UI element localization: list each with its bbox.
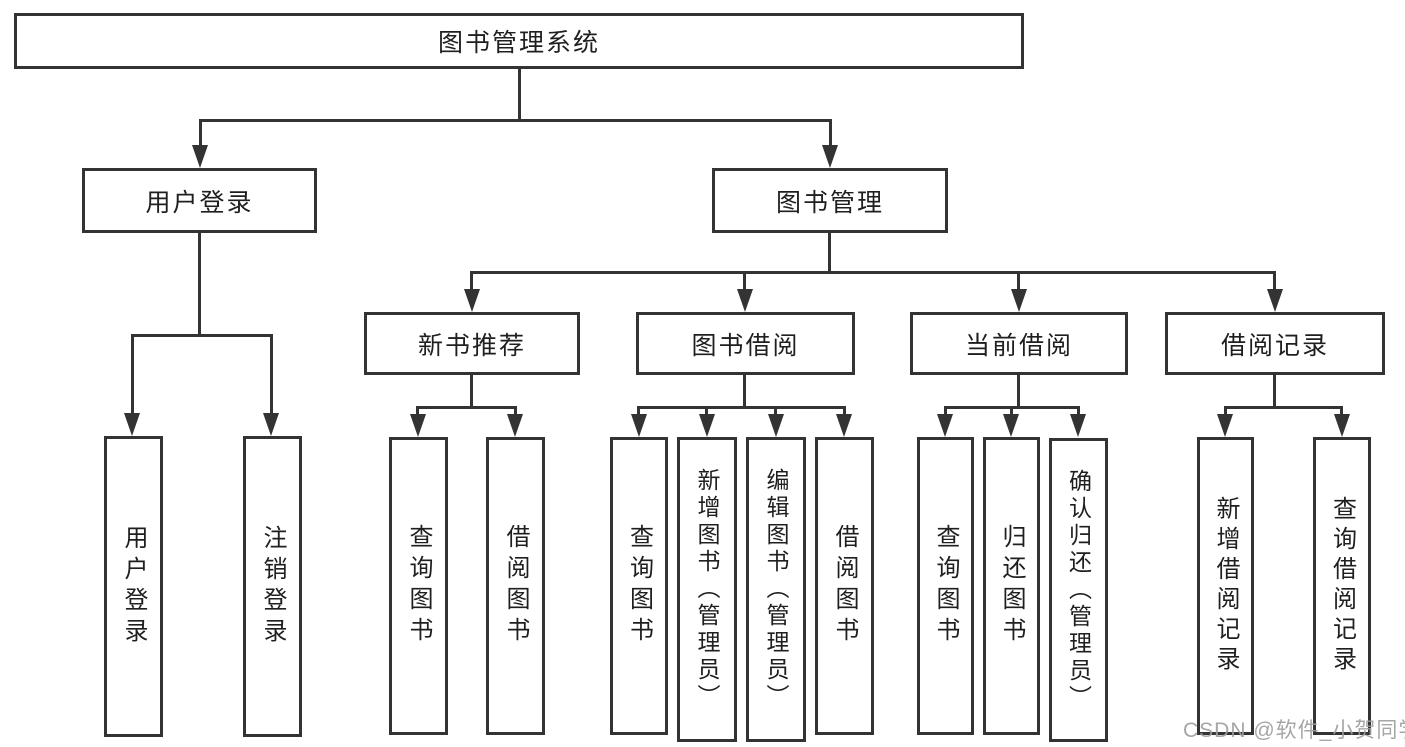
arrowhead-new-book-rec — [464, 289, 480, 312]
connector-stem-user-login — [199, 119, 202, 148]
arrowhead-cb-confirm — [1070, 414, 1086, 437]
arrowhead-book-borrow — [737, 289, 753, 312]
leaf-bb-add-books-admin-label: 新增图书（管理员） — [694, 468, 720, 711]
leaf-bb-edit-books-admin: 编辑图书（管理员） — [746, 437, 806, 742]
connector-nbr-horizontal — [416, 406, 517, 409]
connector-stem-cb-query — [944, 406, 947, 416]
node-root: 图书管理系统 — [14, 13, 1024, 69]
arrowhead-cb-query — [937, 414, 953, 437]
connector-stem-cb-return — [1010, 406, 1013, 416]
node-user-login: 用户登录 — [82, 168, 317, 233]
arrowhead-br-query — [1334, 414, 1350, 437]
connector-cb-vertical — [1017, 374, 1020, 409]
node-borrow-record: 借阅记录 — [1165, 312, 1385, 375]
leaf-bb-add-books-admin: 新增图书（管理员） — [677, 437, 737, 742]
node-new-book-rec: 新书推荐 — [364, 312, 580, 375]
arrowhead-borrow-record — [1267, 289, 1283, 312]
connector-bb-horizontal — [637, 406, 846, 409]
connector-user-login-horizontal — [131, 334, 273, 337]
leaf-bb-edit-books-admin-label: 编辑图书（管理员） — [763, 468, 789, 711]
arrowhead-bb-query — [631, 414, 647, 437]
leaf-br-query-record: 查询借阅记录 — [1313, 437, 1371, 735]
connector-stem-br-query — [1340, 406, 1343, 416]
leaf-bb-borrow-books-label: 借阅图书 — [831, 524, 858, 648]
connector-nbr-vertical — [470, 374, 473, 409]
connector-user-login-vertical — [198, 231, 201, 336]
connector-br-horizontal — [1224, 406, 1343, 409]
arrowhead-bb-add — [699, 414, 715, 437]
arrowhead-current-borrow — [1011, 289, 1027, 312]
arrowhead-cb-return — [1003, 414, 1019, 437]
arrowhead-bb-borrow — [836, 414, 852, 437]
connector-stem-new-book-rec — [470, 271, 473, 291]
connector-stem-leaf-logout — [270, 334, 273, 415]
connector-stem-leaf-user-login — [131, 334, 134, 415]
connector-stem-book-mgmt — [829, 119, 832, 148]
connector-root-vertical — [518, 68, 521, 120]
connector-level2-horizontal — [199, 119, 832, 122]
leaf-bb-query-books-label: 查询图书 — [625, 524, 653, 648]
connector-stem-book-borrow — [743, 271, 746, 291]
leaf-cb-query-books: 查询图书 — [917, 437, 974, 735]
connector-stem-borrow-record — [1273, 271, 1276, 291]
arrowhead-book-mgmt — [822, 145, 838, 168]
arrowhead-br-add — [1217, 414, 1233, 437]
leaf-bb-borrow-books: 借阅图书 — [815, 437, 874, 735]
leaf-cb-confirm-return-admin-label: 确认归还（管理员） — [1065, 468, 1092, 712]
connector-stem-bb-query — [637, 406, 640, 416]
connector-stem-br-add — [1224, 406, 1227, 416]
connector-stem-nbr-borrow — [514, 406, 517, 416]
leaf-nbr-query-books-label: 查询图书 — [405, 524, 432, 648]
leaf-logout: 注销登录 — [243, 436, 302, 737]
leaf-cb-return-books: 归还图书 — [983, 437, 1040, 735]
leaf-user-login-label: 用户登录 — [120, 524, 147, 649]
arrowhead-leaf-user-login — [124, 413, 140, 436]
connector-stem-bb-borrow — [843, 406, 846, 416]
leaf-cb-confirm-return-admin: 确认归还（管理员） — [1049, 438, 1108, 742]
connector-bb-vertical — [743, 374, 746, 409]
node-book-borrow: 图书借阅 — [636, 312, 855, 375]
leaf-cb-query-books-label: 查询图书 — [932, 524, 959, 648]
connector-stem-nbr-query — [416, 406, 419, 416]
csdn-watermark: CSDN @软件_小贺同学 — [1183, 719, 1405, 742]
node-current-borrow: 当前借阅 — [910, 312, 1128, 375]
leaf-user-login: 用户登录 — [104, 436, 163, 737]
node-book-mgmt: 图书管理 — [712, 168, 948, 233]
connector-stem-current-borrow — [1017, 271, 1020, 291]
leaf-logout-label: 注销登录 — [259, 524, 286, 649]
leaf-nbr-borrow-books: 借阅图书 — [486, 437, 545, 735]
arrowhead-leaf-logout — [263, 413, 279, 436]
arrowhead-nbr-query — [410, 414, 426, 437]
leaf-br-add-record: 新增借阅记录 — [1197, 437, 1254, 735]
connector-book-mgmt-vertical — [828, 231, 831, 273]
connector-br-vertical — [1273, 374, 1276, 409]
connector-level3-horizontal — [470, 271, 1276, 274]
leaf-cb-return-books-label: 归还图书 — [998, 524, 1025, 648]
connector-stem-bb-add — [705, 406, 708, 416]
leaf-br-query-record-label: 查询借阅记录 — [1328, 496, 1356, 676]
leaf-bb-query-books: 查询图书 — [610, 437, 668, 735]
arrowhead-user-login — [192, 145, 208, 168]
leaf-nbr-borrow-books-label: 借阅图书 — [502, 524, 529, 648]
arrowhead-nbr-borrow — [507, 414, 523, 437]
leaf-br-add-record-label: 新增借阅记录 — [1212, 496, 1239, 676]
arrowhead-bb-edit — [768, 414, 784, 437]
connector-stem-bb-edit — [774, 406, 777, 416]
connector-stem-cb-confirm — [1077, 406, 1080, 416]
leaf-nbr-query-books: 查询图书 — [389, 437, 448, 735]
